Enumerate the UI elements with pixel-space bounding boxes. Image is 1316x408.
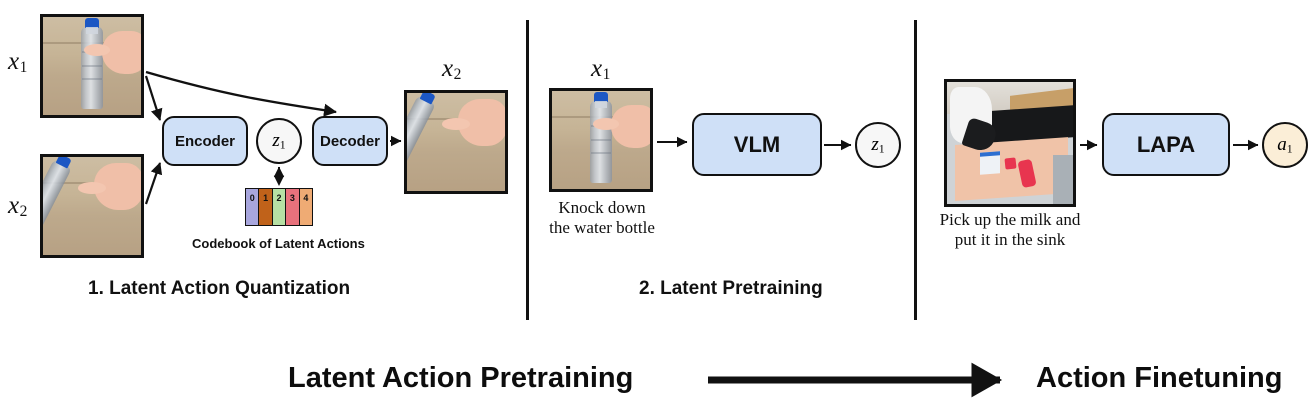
arrow-x1-skip-to-decoder bbox=[145, 70, 337, 117]
input-x2-label-panel1: x2 bbox=[8, 192, 28, 221]
codebook-cell-0[interactable]: 0 bbox=[246, 189, 260, 225]
input-image-robot-panel3 bbox=[944, 79, 1076, 207]
panel-divider-2 bbox=[914, 20, 917, 320]
input-image-x2-panel1 bbox=[40, 154, 144, 258]
panel-divider-1 bbox=[526, 20, 529, 320]
vlm-box[interactable]: VLM bbox=[692, 113, 822, 176]
codebook-cell-1[interactable]: 1 bbox=[259, 189, 273, 225]
arrow-x2-to-encoder bbox=[144, 162, 163, 205]
decoder-box[interactable]: Decoder bbox=[312, 116, 388, 166]
input-x1-label-panel2: x1 bbox=[591, 55, 611, 84]
sink-icon bbox=[1052, 155, 1073, 204]
output-x2-label-panel1: x2 bbox=[442, 55, 462, 84]
arrow-x1-to-encoder bbox=[144, 75, 163, 121]
encoder-label: Encoder bbox=[174, 132, 235, 150]
codebook-cell-4[interactable]: 4 bbox=[299, 189, 313, 225]
action-a1-circle: a1 bbox=[1262, 122, 1308, 168]
water-bottle-icon bbox=[590, 91, 612, 184]
latent-z1-circle-panel1: z1 bbox=[256, 118, 302, 164]
codebook-cell-2[interactable]: 2 bbox=[272, 189, 287, 225]
panel2-title: 2. Latent Pretraining bbox=[639, 278, 823, 299]
panel2-image-caption: Knock down the water bottle bbox=[549, 198, 655, 238]
lapa-label: LAPA bbox=[1136, 131, 1196, 157]
vlm-label: VLM bbox=[733, 131, 781, 157]
codebook-cell-3[interactable]: 3 bbox=[286, 189, 300, 225]
codebook-caption: Codebook of Latent Actions bbox=[192, 236, 365, 251]
decoder-label: Decoder bbox=[319, 132, 381, 150]
output-image-x2-panel1 bbox=[404, 90, 508, 194]
panel3-image-caption: Pick up the milk and put it in the sink bbox=[939, 210, 1081, 250]
encoder-box[interactable]: Encoder bbox=[162, 116, 248, 166]
latent-z1-circle-panel2: z1 bbox=[855, 122, 901, 168]
bottom-right-title: Action Finetuning bbox=[1036, 362, 1283, 394]
input-x1-label-panel1: x1 bbox=[8, 48, 28, 77]
input-image-x1-panel1 bbox=[40, 14, 144, 118]
lapa-box[interactable]: LAPA bbox=[1102, 113, 1230, 176]
water-bottle-icon bbox=[81, 17, 103, 110]
milk-carton-icon bbox=[979, 150, 1000, 175]
panel1-title: 1. Latent Action Quantization bbox=[88, 278, 351, 299]
bottom-left-title: Latent Action Pretraining bbox=[288, 362, 634, 394]
input-image-x1-panel2 bbox=[549, 88, 653, 192]
